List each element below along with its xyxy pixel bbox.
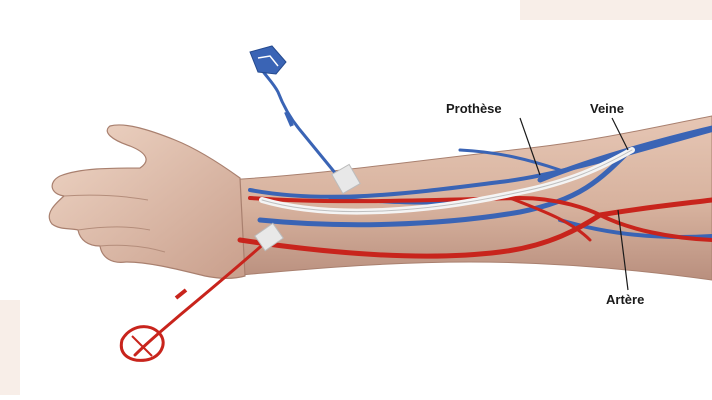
hand: [49, 125, 245, 278]
label-artere: Artère: [606, 292, 644, 307]
needle-blue-icon: [250, 46, 360, 194]
corner-tint: [0, 300, 20, 395]
label-veine: Veine: [590, 101, 624, 116]
corner-tint: [520, 0, 712, 20]
label-prothese: Prothèse: [446, 101, 502, 116]
